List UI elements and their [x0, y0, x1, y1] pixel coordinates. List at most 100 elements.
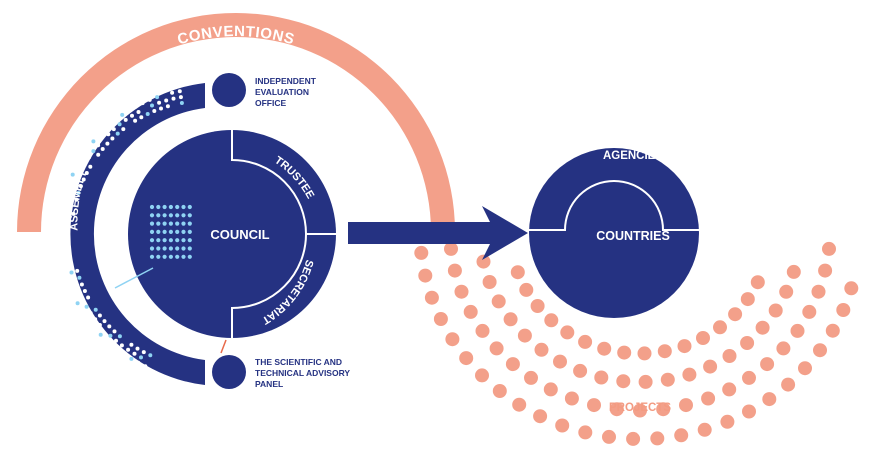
assembly-dot	[96, 133, 101, 138]
project-dot	[602, 429, 616, 444]
assembly-dot	[88, 164, 93, 169]
council-dot	[168, 254, 173, 259]
assembly-dot	[177, 89, 182, 94]
project-dot	[790, 323, 805, 338]
council-dot	[156, 229, 161, 234]
assembly-dot	[77, 275, 82, 280]
assembly-dot	[126, 108, 131, 113]
assembly-dot	[76, 175, 81, 179]
project-dot	[703, 359, 718, 374]
assembly-dot	[116, 348, 121, 353]
stap-circle	[212, 355, 246, 389]
council-dot	[162, 213, 167, 218]
independent-evaluation-office-circle	[212, 73, 246, 107]
assembly-dot	[84, 171, 89, 175]
assembly-dot	[82, 152, 87, 156]
project-dot	[553, 354, 567, 369]
council-dot	[156, 238, 161, 243]
council-dot	[168, 229, 173, 234]
project-dot	[713, 320, 727, 335]
assembly-dot	[70, 189, 75, 193]
project-dot	[505, 357, 520, 372]
assembly-dot	[70, 172, 75, 177]
assembly-dot	[102, 127, 107, 132]
project-dot	[503, 312, 518, 327]
assembly-dot	[136, 360, 141, 365]
assembly-dot	[96, 152, 101, 157]
project-dot	[677, 339, 692, 354]
project-dot	[578, 425, 593, 440]
council-dot	[149, 213, 155, 218]
assembly-dot	[121, 127, 126, 132]
countries-label: COUNTRIES	[596, 229, 670, 243]
council-dot	[162, 204, 167, 210]
assembly-dot	[86, 145, 91, 150]
stap-council-connector	[220, 339, 227, 354]
assembly-dot	[91, 149, 96, 154]
assembly-dot	[136, 110, 141, 114]
assembly-dot	[72, 294, 76, 299]
assembly-dot	[117, 122, 122, 127]
assembly-dot	[80, 298, 85, 303]
project-dot	[444, 241, 458, 256]
council-member-dots	[149, 204, 192, 259]
project-dot	[720, 414, 735, 429]
council-dot	[168, 246, 173, 251]
project-dot	[660, 372, 675, 387]
assembly-dot	[102, 319, 107, 324]
project-dot	[616, 374, 631, 389]
assembly-dot	[87, 155, 92, 160]
project-dot	[722, 349, 737, 363]
assembly-dot	[119, 343, 124, 348]
assembly-dot	[86, 295, 91, 300]
assembly-dot	[145, 112, 150, 116]
assembly-dot	[164, 98, 169, 103]
project-dot	[530, 299, 545, 313]
project-dot	[650, 431, 665, 446]
assembly-dot	[98, 332, 103, 337]
assembly-dot	[76, 190, 81, 195]
project-dot	[626, 431, 641, 446]
assembly-dot	[141, 350, 146, 355]
assembly-dot	[93, 307, 98, 312]
assembly-dot	[104, 338, 109, 343]
assembly-dot	[148, 353, 153, 358]
council-dot	[187, 246, 192, 251]
assembly-dot	[155, 95, 160, 100]
assembly-dot	[77, 291, 82, 296]
project-dot	[594, 370, 609, 385]
assembly-dot	[114, 338, 118, 343]
assembly-dot	[83, 161, 88, 166]
council-dot	[181, 229, 186, 234]
project-dot	[510, 265, 525, 280]
project-dot	[750, 275, 765, 290]
assembly-dot	[91, 139, 96, 144]
council-dot	[181, 213, 186, 218]
assembly-dot	[110, 343, 115, 348]
council-dot	[187, 213, 192, 218]
project-dot	[454, 284, 469, 299]
project-dot	[609, 402, 624, 417]
council-dot	[156, 254, 161, 259]
project-dot	[811, 284, 826, 299]
project-dot	[638, 374, 653, 389]
assembly-dot	[65, 187, 70, 192]
assembly-dot	[132, 351, 137, 356]
project-dot	[418, 268, 433, 283]
assembly-dot	[75, 268, 80, 273]
assembly-dot	[129, 342, 134, 347]
project-dot	[544, 313, 559, 328]
project-dot	[445, 332, 460, 347]
assembly-dot	[159, 106, 163, 111]
assembly-dot	[105, 141, 110, 146]
project-dot	[760, 357, 775, 372]
council-dot	[175, 246, 180, 251]
project-dot	[822, 241, 836, 256]
project-dot	[597, 341, 612, 356]
project-dot	[633, 403, 647, 418]
assembly-dot	[66, 203, 71, 208]
assembly-dot	[143, 364, 148, 369]
project-dot	[742, 370, 756, 385]
council-dot	[162, 254, 167, 259]
independent-evaluation-office-label: INDEPENDENT EVALUATION OFFICE	[255, 76, 318, 108]
